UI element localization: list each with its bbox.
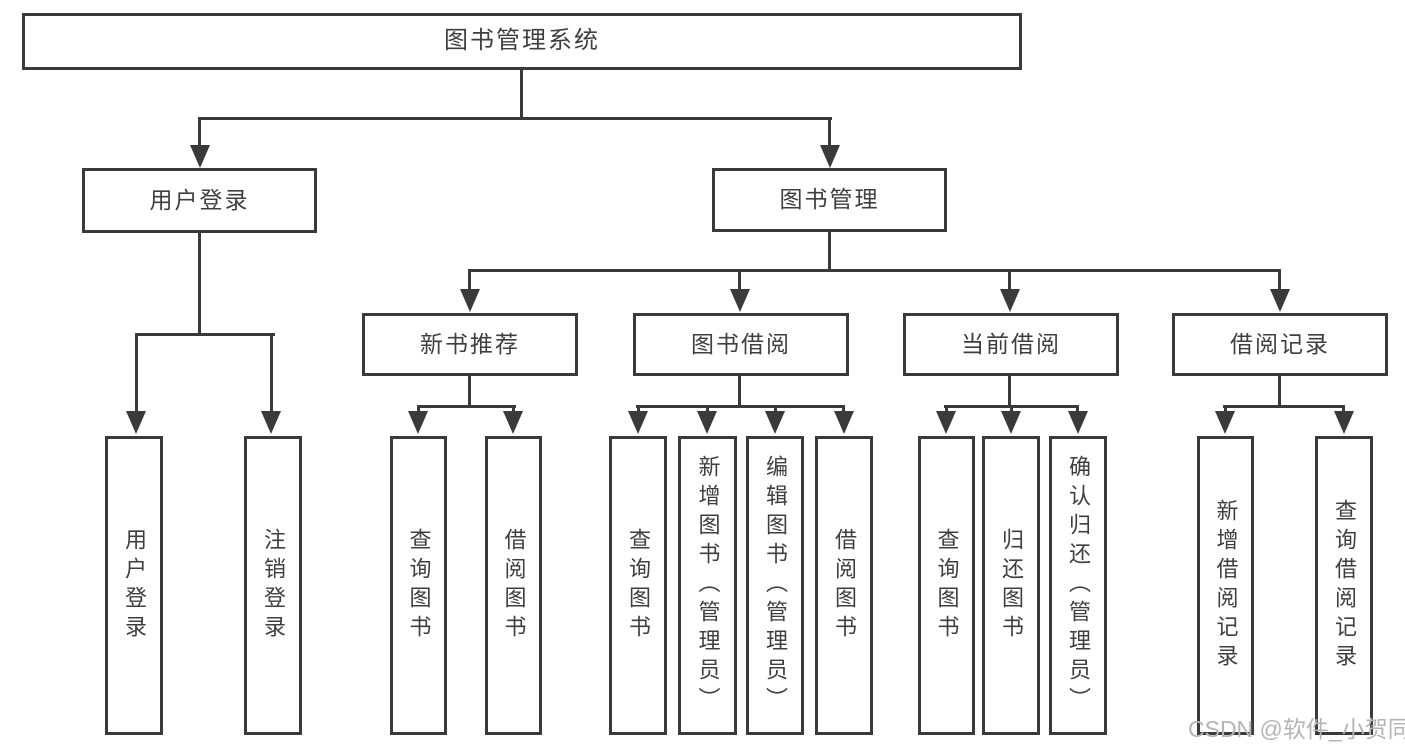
connector-cb-drop [1008,376,1011,407]
connector-stub-bb-query [637,405,640,415]
arrow-to-login-leaf [126,411,146,434]
leaf-cb-query-books: 查询图书 [918,436,975,735]
node-label: 用户登录 [149,186,250,213]
connector-root-drop [520,70,523,120]
node-label: 查询图书 [626,527,651,644]
connector-stub-borrow-records [1278,269,1281,291]
connector-stub-cb-return [1010,405,1013,415]
arrow-to-bb-add [697,411,717,434]
connector-br-horizontal [1223,405,1345,408]
connector-user-login-horizontal [136,333,275,336]
connector-stub-br-add [1224,405,1227,415]
node-label: 借阅图书 [832,527,857,644]
arrow-to-current-borrow [1000,289,1020,312]
node-label: 当前借阅 [961,330,1061,357]
node-borrowing-records: 借阅记录 [1172,313,1388,376]
connector-stub-bb-borrow [842,405,845,415]
connector-stub-current-borrow [1008,269,1011,291]
connector-stub-bb-add [706,405,709,415]
connector-bb-horizontal [636,405,845,408]
arrow-to-cb-confirm [1068,411,1088,434]
leaf-logout-login: 注销登录 [244,436,302,735]
leaf-bb-borrow-books: 借阅图书 [815,436,873,735]
arrow-to-bb-query [628,411,648,434]
connector-stub-login-leaf [135,333,138,415]
node-label: 图书管理系统 [444,27,600,55]
node-new-book-recommend: 新书推荐 [362,313,578,376]
csdn-watermark: CSDN @软件_小贺同学 [1188,716,1405,742]
leaf-user-login: 用户登录 [105,436,163,735]
connector-stub-nb-query [417,405,420,415]
arrow-to-borrow-records [1270,289,1290,312]
leaf-cb-confirm-return-admin: 确认归还（管理员） [1049,436,1107,735]
arrow-to-bb-borrow [834,411,854,434]
node-label: 新增借阅记录 [1213,498,1239,673]
node-label: 图书管理 [779,186,880,213]
leaf-bb-query-books: 查询图书 [609,436,667,735]
leaf-bb-add-books-admin: 新增图书（管理员） [678,436,737,735]
arrow-to-new-book-rec [460,289,480,312]
connector-level2-horizontal [198,117,832,120]
arrow-to-bb-edit [765,411,785,434]
node-label: 借阅记录 [1230,330,1330,357]
node-current-borrowing: 当前借阅 [903,313,1119,376]
node-label: 用户登录 [122,527,147,644]
node-label: 归还图书 [999,527,1024,644]
arrow-to-br-add [1215,411,1235,434]
connector-stub-logout-leaf [270,333,273,415]
connector-stub-cb-query [945,405,948,415]
connector-stub-book-mgmt [828,117,831,150]
arrow-to-nb-borrow [503,411,523,434]
node-label: 新书推荐 [420,330,520,357]
node-label: 图书借阅 [691,330,791,357]
leaf-br-add-record: 新增借阅记录 [1197,436,1254,735]
arrow-to-cb-query [936,411,956,434]
node-label: 新增图书（管理员） [695,455,721,716]
connector-book-mgmt-drop [828,232,831,272]
connector-nb-horizontal [417,405,516,408]
connector-stub-book-borrow [738,269,741,291]
connector-stub-bb-edit [774,405,777,415]
node-label: 确认归还（管理员） [1066,455,1091,716]
leaf-nb-query-books: 查询图书 [390,436,447,735]
leaf-br-query-record: 查询借阅记录 [1315,436,1373,735]
node-label: 查询图书 [406,527,432,644]
node-label: 查询借阅记录 [1332,498,1357,673]
arrow-to-book-borrow [730,289,750,312]
node-label: 注销登录 [261,527,286,644]
connector-stub-cb-confirm [1076,405,1079,415]
arrow-to-cb-return [1001,411,1021,434]
node-book-management: 图书管理 [712,168,947,232]
arrow-to-nb-query [408,411,428,434]
node-book-borrowing: 图书借阅 [633,313,849,376]
arrow-to-book-mgmt [820,145,840,168]
connector-stub-nb-borrow [512,405,515,415]
node-library-management-system: 图书管理系统 [22,13,1022,70]
arrow-to-logout-leaf [261,411,281,434]
node-label: 查询图书 [934,527,960,644]
leaf-bb-edit-books-admin: 编辑图书（管理员） [746,436,804,735]
node-user-login: 用户登录 [82,168,317,233]
connector-stub-br-query [1342,405,1345,415]
arrow-to-br-query [1334,411,1354,434]
connector-br-drop [1278,376,1281,407]
connector-nb-drop [468,376,471,407]
leaf-nb-borrow-books: 借阅图书 [485,436,542,735]
node-label: 借阅图书 [501,527,527,644]
connector-user-login-drop [198,233,201,335]
arrow-to-user-login [190,145,210,168]
node-label: 编辑图书（管理员） [763,455,788,716]
connector-bb-drop [738,376,741,407]
leaf-cb-return-books: 归还图书 [982,436,1040,735]
connector-stub-new-book-rec [468,269,471,291]
connector-stub-user-login [198,117,201,150]
connector-level3-horizontal [468,269,1281,272]
